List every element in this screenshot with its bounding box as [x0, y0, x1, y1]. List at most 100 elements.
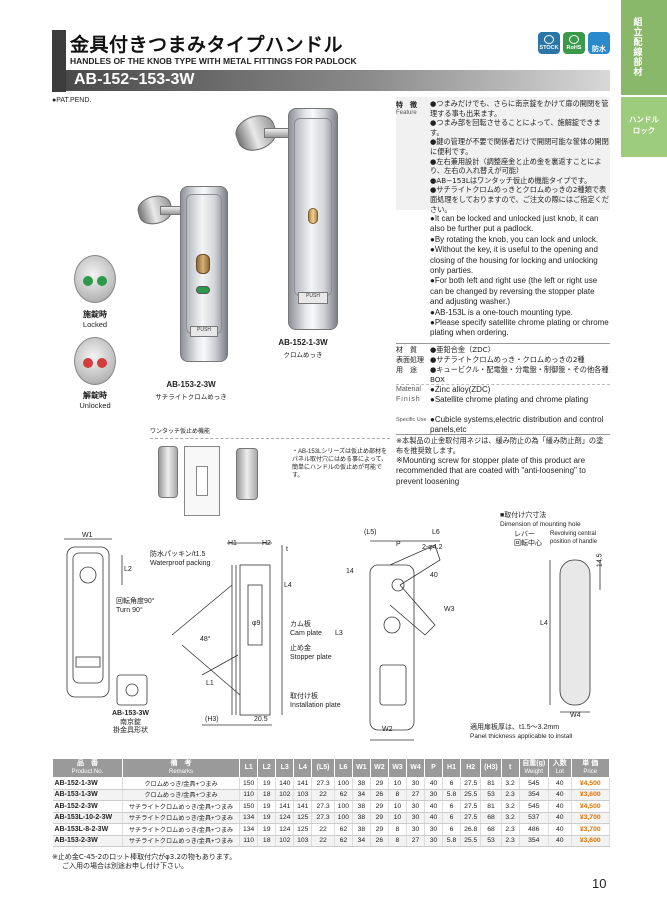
column-header: L6 — [333, 758, 353, 778]
remarks-cell: サチライトクロムめっき/金具+つまみ — [122, 823, 241, 836]
table-cell: 2.3 — [501, 835, 520, 847]
product-number-cell: AB-153L-8-2-3W — [52, 823, 123, 836]
push-plate: PUSH — [298, 292, 328, 304]
table-cell: 40 — [548, 800, 572, 813]
back-view-bottom — [379, 664, 407, 706]
front-view-inner — [72, 552, 104, 684]
table-cell: 8 — [388, 835, 407, 847]
label-l3: L3 — [335, 630, 343, 637]
table-cell: 29 — [370, 777, 389, 790]
padlock-fitting-outline — [116, 674, 148, 706]
remarks-cell: クロムめっき/金具+つまみ — [122, 777, 241, 790]
table-cell: 6 — [442, 812, 462, 824]
column-header: P — [423, 758, 444, 778]
divider — [396, 343, 610, 344]
keyhole-icon — [308, 208, 318, 224]
model-b-label: AB-152-1-3W — [278, 338, 328, 347]
patent-note: ●PAT.PEND. — [52, 97, 92, 104]
table-cell: 125 — [293, 823, 313, 836]
label-h2: H2 — [262, 540, 271, 547]
onetouch-illustration-2 — [236, 448, 258, 500]
table-cell: 34 — [352, 789, 371, 801]
table-cell: 19 — [257, 800, 277, 813]
table-cell: 29 — [370, 812, 389, 824]
front-view-outline — [66, 546, 110, 698]
table-cell: 62 — [334, 835, 353, 847]
feature-background — [396, 97, 610, 210]
feature-item-en: ●AB-153L is a one-touch mounting type. — [430, 307, 573, 317]
table-cell: 27.3 — [311, 812, 335, 824]
use-label-en: Specific Use — [396, 417, 427, 423]
label-l4-mount: L4 — [540, 620, 548, 627]
table-cell: 40 — [548, 789, 572, 801]
product-photo-ab-153: PUSH — [134, 186, 238, 376]
table-cell: 5.8 — [442, 789, 462, 801]
table-cell: 486 — [519, 823, 549, 836]
side-tab-category[interactable] — [621, 0, 667, 95]
price-cell: ¥3,700 — [571, 812, 610, 824]
feature-item: ●鍵の管理が不要で関係者だけで開閉可能な筐体の開閉に便利です。 — [430, 137, 609, 156]
column-header: H1 — [442, 758, 462, 778]
feature-item-en: ●For both left and right use (the left o… — [430, 276, 598, 307]
mounting-hole-slot — [559, 559, 591, 706]
product-number-cell: AB-153L-10-2-3W — [52, 812, 123, 824]
remarks-cell: サチライトクロムめっき/金具+つまみ — [122, 835, 241, 847]
table-cell: 27.5 — [460, 777, 482, 790]
table-cell: 30 — [406, 823, 425, 836]
table-cell: 10 — [388, 777, 407, 790]
table-cell: 141 — [293, 777, 313, 790]
table-cell: 30 — [406, 777, 425, 790]
column-header: t — [500, 758, 520, 778]
column-header: H2 — [460, 758, 482, 778]
label-40: 40 — [430, 572, 438, 579]
indicator-window — [196, 286, 210, 294]
label-w3: W3 — [444, 606, 455, 613]
table-cell: 53 — [480, 835, 502, 847]
padlock-fitting-hole — [125, 683, 139, 697]
push-plate: PUSH — [190, 326, 218, 337]
handle-swing — [201, 654, 239, 676]
table-cell: 124 — [275, 823, 295, 836]
onetouch-title: ワンタッチ仮止め機能 — [150, 429, 211, 435]
table-cell: 134 — [239, 823, 259, 836]
model-a-finish: サチライトクロムめっき — [155, 393, 227, 401]
table-cell: 140 — [275, 777, 295, 790]
table-cell: 40 — [548, 777, 572, 790]
label-phi42: 2-φ4.2 — [422, 544, 443, 551]
onetouch-box — [150, 438, 390, 520]
table-cell: 6 — [442, 823, 462, 836]
table-cell: 53 — [480, 789, 502, 801]
label-p: P — [396, 541, 401, 548]
table-cell: 10 — [388, 812, 407, 824]
back-view-outline — [369, 564, 415, 731]
label-t: t — [286, 546, 288, 553]
table-cell: 8 — [388, 789, 407, 801]
side-tab-subcategory[interactable] — [621, 97, 667, 157]
label-l6: L6 — [432, 529, 440, 536]
table-cell: 62 — [334, 823, 353, 836]
locked-indicator-photo — [74, 255, 116, 303]
table-cell: 30 — [424, 835, 444, 847]
label-l5: (L5) — [364, 529, 377, 536]
table-cell: 34 — [352, 835, 371, 847]
use-value-en: ●Cubicle systems,electric distribution a… — [430, 415, 604, 435]
unlocked-indicator-photo — [74, 337, 116, 385]
rohs-icon — [569, 35, 579, 44]
locked-label: 施錠時 — [83, 310, 107, 319]
screw-note-en: ※Mounting screw for stopper plate of thi… — [396, 456, 586, 486]
table-cell: 537 — [519, 812, 549, 824]
table-cell: 3.2 — [501, 812, 520, 824]
table-cell: 27.3 — [311, 800, 335, 813]
table-cell: 6 — [442, 777, 462, 790]
